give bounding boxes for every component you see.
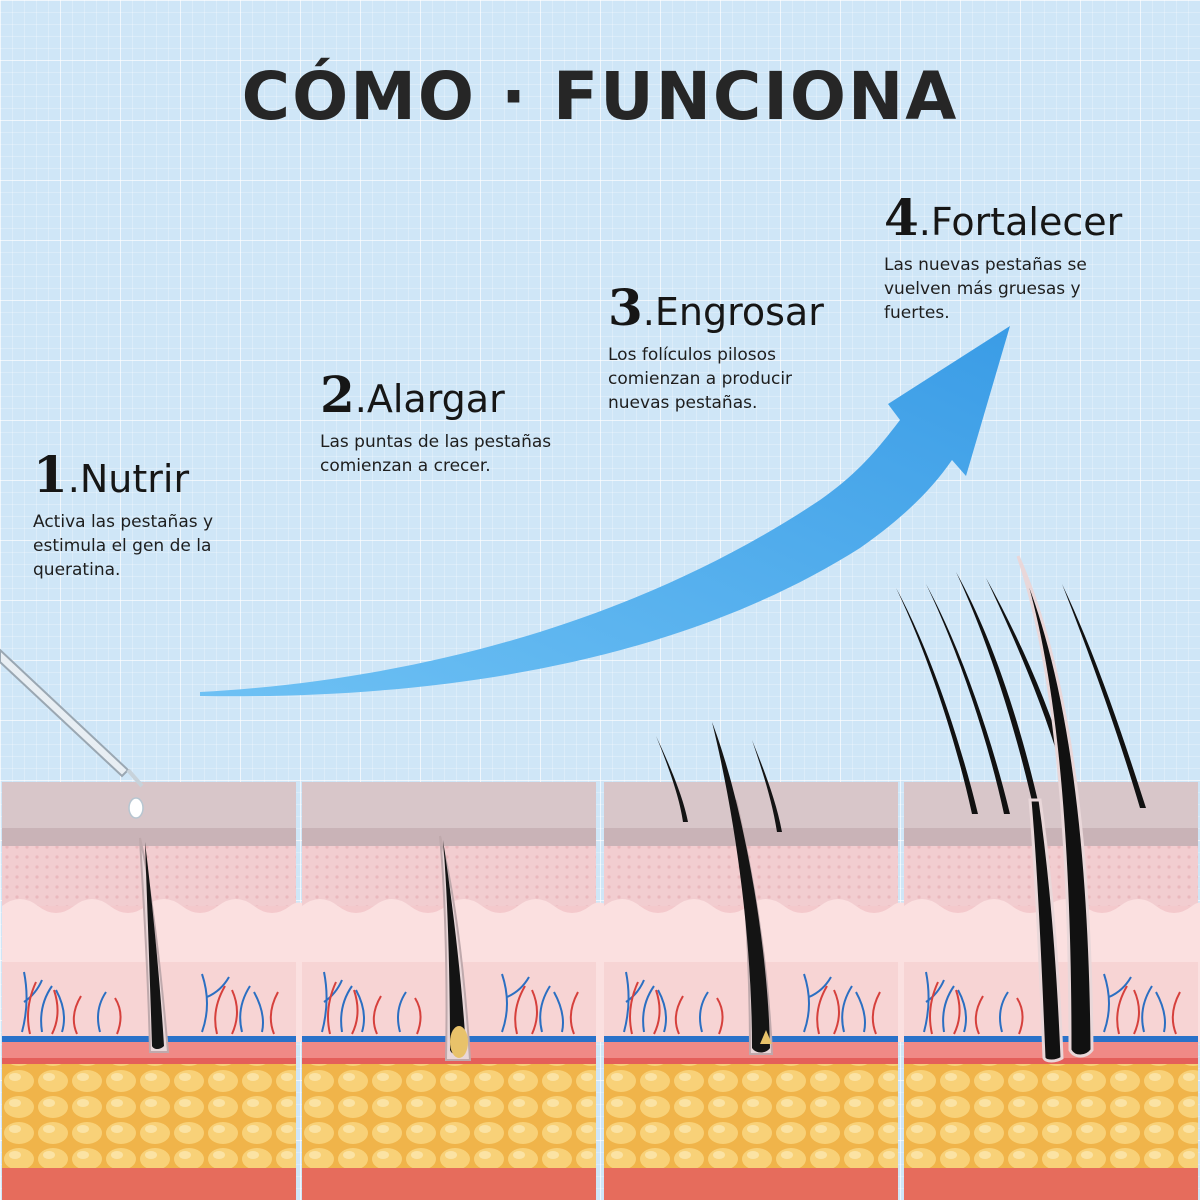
step-name: .Alargar xyxy=(354,377,505,421)
step-description: Las nuevas pestañas se vuelven más grues… xyxy=(884,255,1087,323)
hair-group-4 xyxy=(896,555,1146,1063)
step-description: Los folículos pilosos comienzan a produc… xyxy=(608,345,793,413)
hair-follicle-1 xyxy=(139,837,170,1053)
step-name: .Engrosar xyxy=(642,290,824,334)
hair-follicle-2 xyxy=(439,835,472,1061)
step-number: 4 xyxy=(884,188,919,247)
step-fortalecer: 4.Fortalecer Las nuevas pestañas se vuel… xyxy=(884,193,1134,325)
step-engrosar: 3.Engrosar Los folículos pilosos comienz… xyxy=(608,283,858,415)
step-number: 2 xyxy=(320,365,355,424)
step-heading: 2.Alargar xyxy=(320,370,610,420)
step-heading: 4.Fortalecer xyxy=(884,193,1134,243)
step-name: .Nutrir xyxy=(67,457,190,501)
step-heading: 1.Nutrir xyxy=(33,450,273,500)
step-number: 3 xyxy=(608,278,643,337)
step-alargar: 2.Alargar Las puntas de las pestañas com… xyxy=(320,370,610,478)
step-name: .Fortalecer xyxy=(918,200,1123,244)
step-heading: 3.Engrosar xyxy=(608,283,858,333)
step-number: 1 xyxy=(33,445,68,504)
hair-follicle-3 xyxy=(656,722,782,1055)
page-title: CÓMO · FUNCIONA xyxy=(241,58,959,135)
growth-arrow xyxy=(200,326,1010,697)
step-description: Activa las pestañas y estimula el gen de… xyxy=(33,512,214,580)
dropper-icon xyxy=(0,648,144,819)
step-nutrir: 1.Nutrir Activa las pestañas y estimula … xyxy=(33,450,273,582)
step-description: Las puntas de las pestañas comienzan a c… xyxy=(320,432,552,476)
